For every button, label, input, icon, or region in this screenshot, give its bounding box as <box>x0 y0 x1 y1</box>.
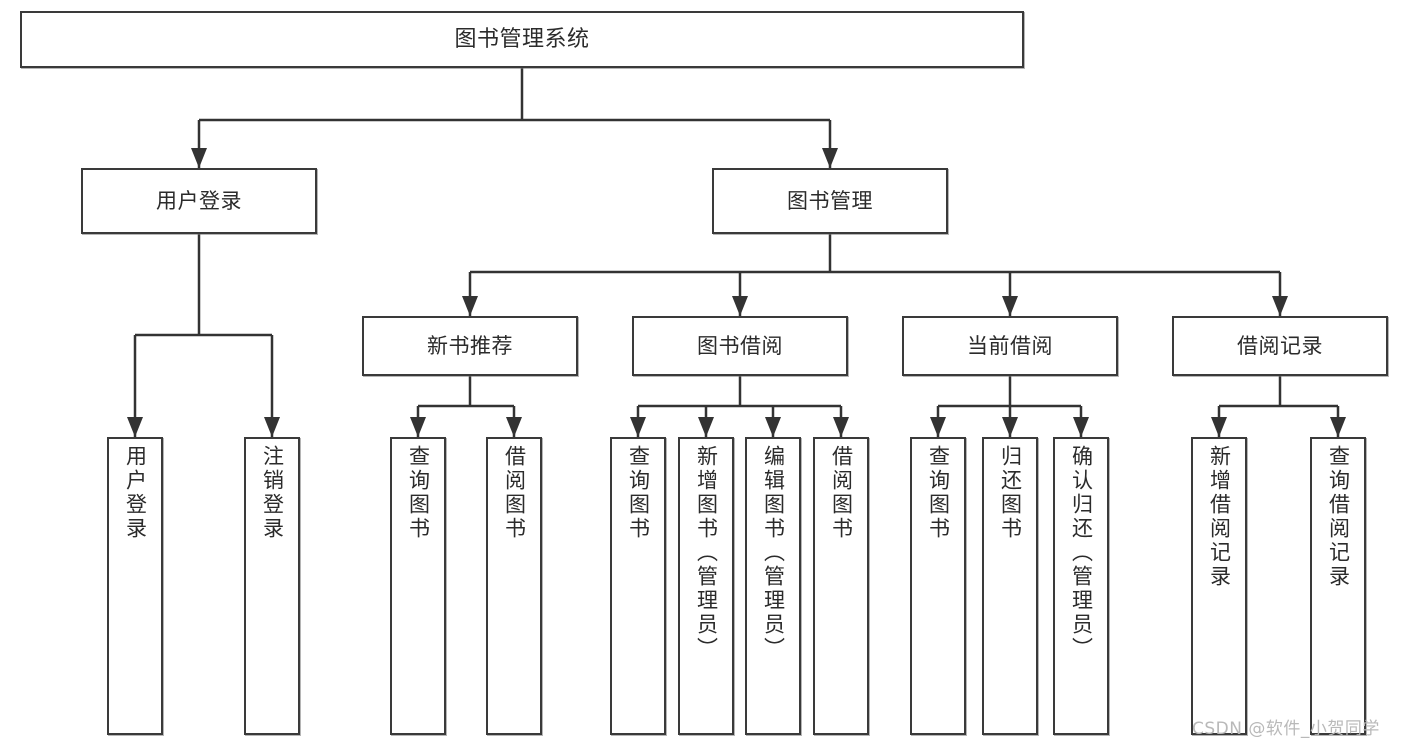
node-leaf-login[interactable]: 用户登录 <box>107 437 163 735</box>
arrowhead-icon-records <box>1272 296 1288 316</box>
watermark: CSDN @软件_小贺同学 <box>1192 719 1380 739</box>
node-records[interactable]: 借阅记录 <box>1172 316 1388 376</box>
arrowhead-icon-current <box>1002 296 1018 316</box>
node-leaf-rec-add[interactable]: 新增借阅记录 <box>1191 437 1247 735</box>
node-label: 用户登录 <box>123 445 148 541</box>
node-leaf-bk-borrow[interactable]: 借阅图书 <box>813 437 869 735</box>
node-label: 编辑图书（管理员） <box>761 445 786 661</box>
arrowhead-icon-borrow <box>732 296 748 316</box>
arrowhead-icon-leaf-login <box>127 417 143 437</box>
arrowhead-icon-leaf-logout <box>264 417 280 437</box>
node-leaf-rec-query[interactable]: 查询借阅记录 <box>1310 437 1366 735</box>
node-label: 借阅记录 <box>1237 333 1323 358</box>
edge-group <box>127 68 1346 437</box>
node-newbook[interactable]: 新书推荐 <box>362 316 578 376</box>
node-leaf-bk-edit[interactable]: 编辑图书（管理员） <box>745 437 801 735</box>
node-leaf-cur-return[interactable]: 归还图书 <box>982 437 1038 735</box>
node-bookmgmt[interactable]: 图书管理 <box>712 168 948 234</box>
node-login[interactable]: 用户登录 <box>81 168 317 234</box>
node-label: 借阅图书 <box>502 445 527 541</box>
arrowhead-icon-leaf-cur-return <box>1002 417 1018 437</box>
arrowhead-icon-leaf-nb-query <box>410 417 426 437</box>
arrowhead-icon-leaf-bk-add <box>698 417 714 437</box>
arrowhead-icon-leaf-bk-query <box>630 417 646 437</box>
node-label: 新书推荐 <box>427 333 513 358</box>
node-label: 用户登录 <box>156 188 242 213</box>
node-current[interactable]: 当前借阅 <box>902 316 1118 376</box>
node-label: 图书管理系统 <box>454 26 590 52</box>
node-label: 图书管理 <box>787 188 873 213</box>
node-label: 查询图书 <box>406 445 431 541</box>
node-label: 查询图书 <box>926 445 951 541</box>
arrowhead-icon-bookmgmt <box>822 148 838 168</box>
arrowhead-icon-leaf-cur-query <box>930 417 946 437</box>
node-label: 新增借阅记录 <box>1207 445 1232 589</box>
node-leaf-logout[interactable]: 注销登录 <box>244 437 300 735</box>
node-leaf-nb-query[interactable]: 查询图书 <box>390 437 446 735</box>
node-leaf-nb-borrow[interactable]: 借阅图书 <box>486 437 542 735</box>
arrowhead-icon-leaf-bk-borrow <box>833 417 849 437</box>
arrowhead-icon-leaf-nb-borrow <box>506 417 522 437</box>
node-leaf-bk-add[interactable]: 新增图书（管理员） <box>678 437 734 735</box>
node-leaf-cur-ack[interactable]: 确认归还（管理员） <box>1053 437 1109 735</box>
node-root[interactable]: 图书管理系统 <box>20 11 1024 68</box>
node-borrow[interactable]: 图书借阅 <box>632 316 848 376</box>
arrowhead-icon-leaf-bk-edit <box>765 417 781 437</box>
arrowhead-icon-leaf-rec-query <box>1330 417 1346 437</box>
node-leaf-cur-query[interactable]: 查询图书 <box>910 437 966 735</box>
arrowhead-icon-login <box>191 148 207 168</box>
node-label: 查询借阅记录 <box>1326 445 1351 589</box>
node-label: 查询图书 <box>626 445 651 541</box>
arrowhead-icon-leaf-cur-ack <box>1073 417 1089 437</box>
node-label: 当前借阅 <box>967 333 1053 358</box>
node-label: 归还图书 <box>998 445 1023 541</box>
node-label: 新增图书（管理员） <box>694 445 719 661</box>
arrowhead-icon-newbook <box>462 296 478 316</box>
arrowhead-icon-leaf-rec-add <box>1211 417 1227 437</box>
node-label: 注销登录 <box>260 445 285 541</box>
node-leaf-bk-query[interactable]: 查询图书 <box>610 437 666 735</box>
node-label: 图书借阅 <box>697 333 783 358</box>
node-label: 借阅图书 <box>829 445 854 541</box>
node-label: 确认归还（管理员） <box>1069 445 1094 661</box>
